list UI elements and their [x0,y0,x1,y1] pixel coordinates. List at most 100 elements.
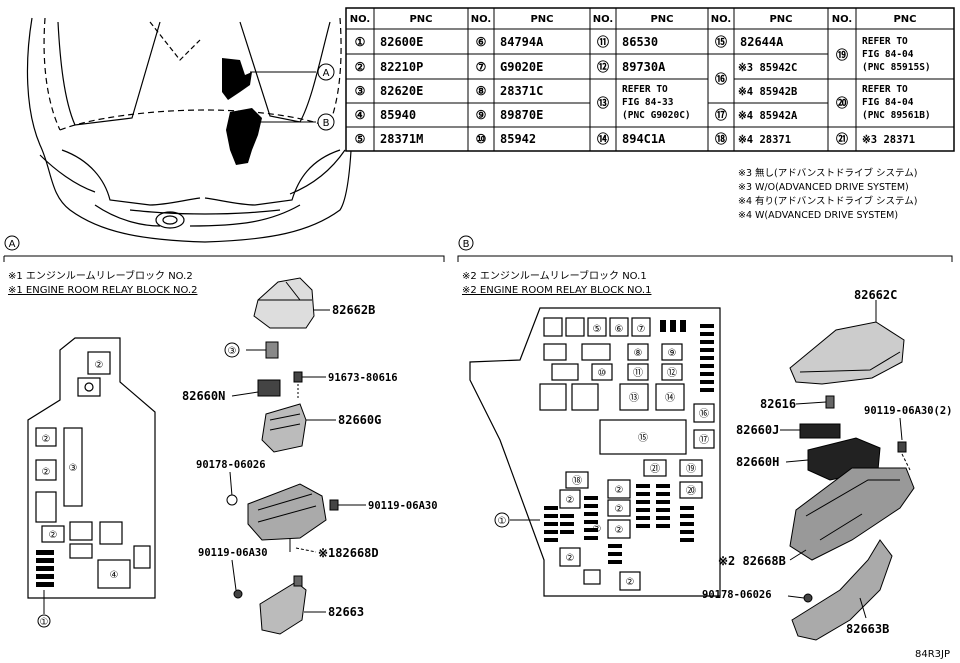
svg-text:B: B [323,118,330,129]
svg-text:③: ③ [228,346,237,357]
svg-text:⑧: ⑧ [476,84,487,98]
svg-text:③: ③ [69,463,78,474]
svg-text:②: ② [593,524,602,535]
svg-text:⑰: ⑰ [699,434,709,446]
svg-text:(PNC 85915S): (PNC 85915S) [862,62,931,73]
svg-text:※4 W(ADVANCED DRIVE SYSTEM): ※4 W(ADVANCED DRIVE SYSTEM) [738,210,898,221]
car-overview [26,17,354,243]
svg-text:NO.: NO. [471,14,491,25]
svg-text:②: ② [615,525,624,536]
svg-text:⑥: ⑥ [615,324,624,335]
part-82662C-cover: 82662C [789,288,905,385]
table-row: ② 82210P ⑦ G9020E ⑫ 89730A [355,59,667,74]
svg-text:82660N: 82660N [182,389,225,403]
svg-text:FIG 84-33: FIG 84-33 [622,97,674,108]
svg-text:※2 82668B: ※2 82668B [718,554,786,568]
svg-text:※1 エンジンルームリレーブロック NO.2: ※1 エンジンルームリレーブロック NO.2 [8,269,193,282]
table-row: ③ 82620E ⑧ 28371C [355,84,544,98]
svg-text:⑱: ⑱ [715,131,727,146]
svg-text:28371C: 28371C [500,84,543,98]
relay-block-no1 [469,307,721,597]
svg-text:⑤: ⑤ [593,324,602,335]
svg-text:NO.: NO. [350,14,370,25]
svg-text:⑨: ⑨ [476,108,487,122]
part-82660G: 82660G [261,403,381,453]
svg-text:REFER TO: REFER TO [862,84,908,95]
svg-text:②: ② [95,360,104,371]
svg-text:⑨: ⑨ [668,348,677,359]
table-cell-20: ⑳ REFER TO FIG 84-04 (PNC 89561B) [836,84,931,121]
svg-text:⑭: ⑭ [665,392,675,404]
part-91673-bolt: 91673-80616 [293,371,398,400]
fuse-slots [544,320,714,564]
part-90119-screws: 90119-06A30(2) [864,405,953,471]
relay-block-location-a [222,58,252,100]
svg-text:※2 ENGINE ROOM RELAY BLOCK NO.: ※2 ENGINE ROOM RELAY BLOCK NO.1 [462,285,651,296]
svg-text:89870E: 89870E [500,108,543,122]
svg-text:85940: 85940 [380,108,416,122]
svg-text:②: ② [615,485,624,496]
section-a: A ※1 エンジンルームリレーブロック NO.2 ※1 ENGINE ROOM … [3,235,445,635]
svg-text:82620E: 82620E [380,84,423,98]
car-body-outline [26,17,354,243]
part-82663-bracket: 82663 [259,575,364,635]
svg-text:④: ④ [355,108,366,122]
svg-text:⑬: ⑬ [629,392,639,404]
figure-code: 84R3JP [915,649,950,660]
part-82663B-bracket: 82663B [791,539,893,641]
svg-text:⑫: ⑫ [597,59,609,74]
svg-text:FIG 84-04: FIG 84-04 [862,97,914,108]
table-row: ① 82600E ⑥ 84794A ⑪ 86530 ⑮ 82644A [355,34,785,49]
svg-text:90178-06026: 90178-06026 [196,459,266,471]
svg-text:※3 無し(アドバンストドライブ システム): ※3 無し(アドバンストドライブ システム) [738,167,917,179]
svg-text:PNC: PNC [893,14,916,25]
svg-text:②: ② [42,467,51,478]
svg-text:82662C: 82662C [854,288,897,302]
svg-text:REFER TO: REFER TO [622,84,668,95]
svg-text:NO.: NO. [593,14,613,25]
svg-text:FIG 84-04: FIG 84-04 [862,49,914,60]
svg-text:③: ③ [355,84,366,98]
svg-text:㉑: ㉑ [836,131,848,146]
block-a-labels: ② ② ② ③ ② ④ ① [37,360,119,628]
svg-text:82644A: 82644A [740,35,784,49]
part-90178-clip: 90178-06026 [196,459,266,506]
svg-text:⑩: ⑩ [476,132,487,146]
svg-text:82616: 82616 [760,397,796,411]
svg-text:※4 85942A: ※4 85942A [738,110,798,122]
svg-text:①: ① [498,516,507,527]
table-row: ⑤ 28371M ⑩ 85942 ⑭ 894C1A ⑱ ※4 28371 ㉑ ※… [355,131,915,146]
svg-text:90119-06A30: 90119-06A30 [368,500,438,512]
svg-text:⑩: ⑩ [598,368,607,379]
svg-text:⑲: ⑲ [836,47,848,62]
svg-text:②: ② [566,553,575,564]
svg-text:①: ① [40,617,49,628]
part-90119-screw-a: 90119-06A30 [329,499,438,512]
table-cell-16: ⑯ ※3 85942C ※4 85942B [715,62,797,98]
svg-text:82660J: 82660J [736,423,779,437]
svg-text:PNC: PNC [409,14,432,25]
part-90178-clip-b: 90178-06026 [702,589,813,603]
part-82660N: 82660N [182,379,281,403]
svg-text:※182668D: ※182668D [318,546,379,560]
svg-text:85942: 85942 [500,132,536,146]
svg-text:82210P: 82210P [380,60,423,74]
svg-text:⑮: ⑮ [715,34,727,49]
table-cell-19: ⑲ REFER TO FIG 84-04 (PNC 85915S) [836,36,931,73]
svg-text:④: ④ [110,570,119,581]
svg-text:⑯: ⑯ [715,71,727,86]
pnc-table: NO. PNC NO. PNC NO. PNC NO. PNC NO. PNC … [345,7,955,152]
svg-text:⑤: ⑤ [355,132,366,146]
part-82668D-base: ※182668D [247,483,379,560]
svg-text:⑦: ⑦ [637,324,646,335]
svg-text:90119-06A30(2): 90119-06A30(2) [864,405,953,417]
svg-text:⑰: ⑰ [715,107,727,122]
part-82660J: 82660J [736,423,841,439]
svg-text:※1 ENGINE ROOM RELAY BLOCK NO.: ※1 ENGINE ROOM RELAY BLOCK NO.2 [8,285,197,296]
svg-text:91673-80616: 91673-80616 [328,372,398,384]
svg-text:PNC: PNC [769,14,792,25]
part-82616-fuse: 82616 [760,395,835,411]
svg-text:82660G: 82660G [338,413,381,427]
svg-text:②: ② [566,495,575,506]
svg-text:⑱: ⑱ [572,475,582,487]
